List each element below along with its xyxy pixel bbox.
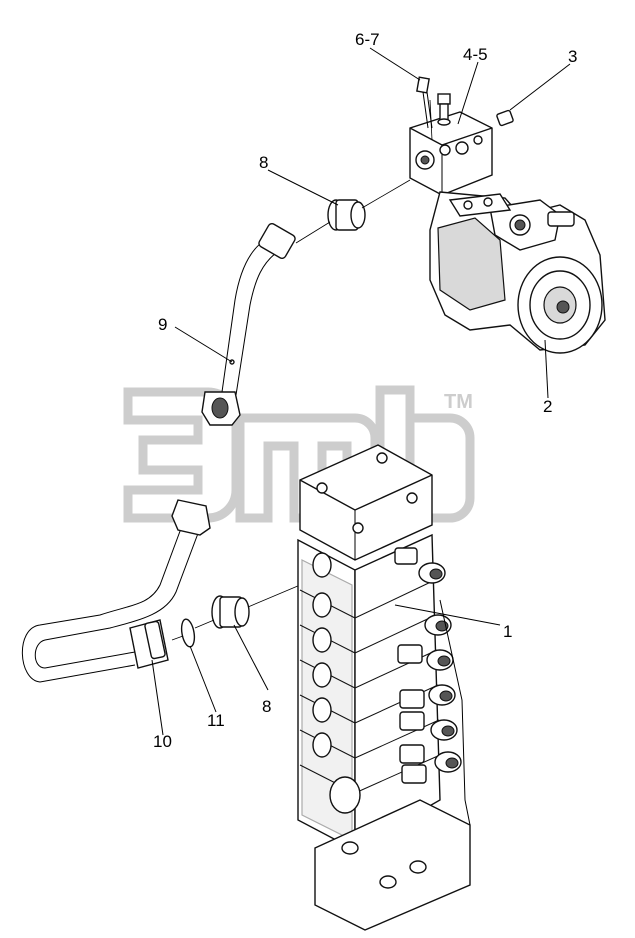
label-10: 10: [153, 732, 172, 751]
leader-lines: [151, 47, 571, 736]
label-11: 11: [207, 711, 225, 730]
o-ring: [180, 618, 196, 648]
fitting-upper: [327, 199, 366, 231]
callout-labels: 6-7 4-5 3 8 9 2 1 8 11 10: [153, 30, 577, 751]
pressure-hose: [201, 223, 296, 426]
watermark-tm: TM: [444, 391, 473, 413]
label-9: 9: [158, 315, 167, 334]
label-8-lower: 8: [262, 697, 271, 716]
label-2: 2: [543, 397, 552, 416]
manifold-block: [409, 76, 514, 196]
hydraulic-pump: [429, 191, 606, 354]
suction-pipe: [21, 499, 211, 683]
watermark-logo: TM: [123, 385, 475, 523]
label-4-5: 4-5: [463, 45, 488, 64]
label-8-upper: 8: [259, 153, 268, 172]
label-6-7: 6-7: [355, 30, 380, 49]
label-1: 1: [503, 622, 512, 641]
fitting-lower: [211, 595, 250, 629]
label-3: 3: [568, 47, 577, 66]
control-valve: [297, 444, 471, 931]
